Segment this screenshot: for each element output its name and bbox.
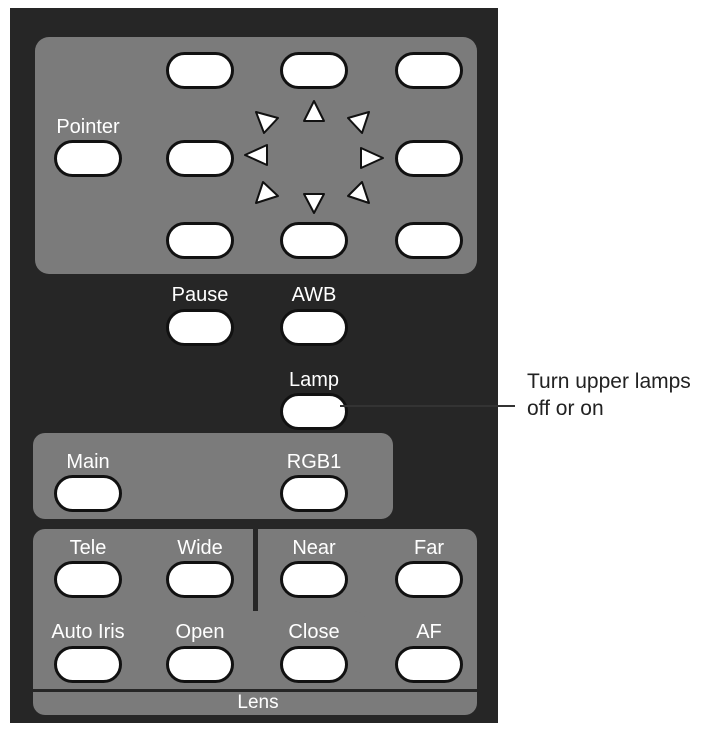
tele-label: Tele [69, 537, 107, 559]
near-label: Near [292, 537, 336, 559]
arrow-up-icon[interactable] [303, 100, 325, 122]
awb-label: AWB [291, 284, 337, 306]
lens-label: Lens [237, 692, 279, 713]
arrow-right-icon[interactable] [360, 147, 384, 169]
awb-button[interactable] [280, 309, 348, 346]
arrow-left-icon[interactable] [244, 144, 268, 166]
af-label: AF [416, 621, 442, 643]
upper-left-button[interactable] [166, 52, 234, 89]
lamp-callout: Turn upper lamps off or on [527, 368, 712, 422]
arrow-down-left-icon[interactable] [255, 181, 279, 204]
tele-button[interactable] [54, 561, 122, 598]
far-button[interactable] [395, 561, 463, 598]
pause-label: Pause [171, 284, 229, 306]
rgb1-label: RGB1 [286, 451, 342, 473]
wide-button[interactable] [166, 561, 234, 598]
lamp-button[interactable] [280, 393, 348, 430]
lamp-label: Lamp [288, 369, 340, 391]
open-button[interactable] [166, 646, 234, 683]
right-button[interactable] [395, 140, 463, 177]
close-button[interactable] [280, 646, 348, 683]
far-label: Far [414, 537, 444, 559]
near-button[interactable] [280, 561, 348, 598]
arrow-down-right-icon[interactable] [347, 181, 370, 204]
arrow-down-icon[interactable] [303, 193, 325, 214]
lower-right-button[interactable] [395, 222, 463, 259]
upper-right-button[interactable] [395, 52, 463, 89]
pointer-label: Pointer [56, 116, 120, 138]
arrow-up-right-icon[interactable] [347, 111, 370, 134]
callout-line-1: Turn upper lamps [527, 370, 691, 393]
main-button[interactable] [54, 475, 122, 512]
pointer-button[interactable] [54, 140, 122, 177]
down-button[interactable] [280, 222, 348, 259]
af-button[interactable] [395, 646, 463, 683]
close-label: Close [288, 621, 340, 643]
auto-iris-label: Auto Iris [51, 621, 125, 643]
wide-label: Wide [177, 537, 223, 559]
lower-left-button[interactable] [166, 222, 234, 259]
left-button[interactable] [166, 140, 234, 177]
up-button[interactable] [280, 52, 348, 89]
lens-bar [33, 692, 477, 715]
pause-button[interactable] [166, 309, 234, 346]
open-label: Open [175, 621, 225, 643]
auto-iris-button[interactable] [54, 646, 122, 683]
rgb1-button[interactable] [280, 475, 348, 512]
arrow-up-left-icon[interactable] [255, 111, 279, 134]
callout-leader-line [340, 405, 515, 407]
main-label: Main [66, 451, 110, 473]
callout-line-2: off or on [527, 397, 604, 420]
